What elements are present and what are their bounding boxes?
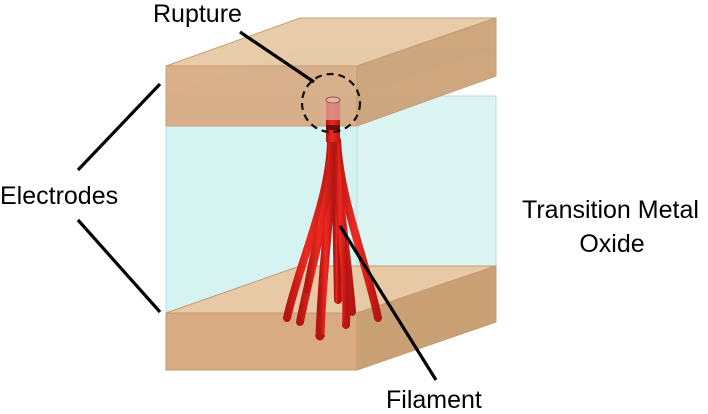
top-electrode-side: [356, 17, 497, 127]
oxide-label-line2: Oxide: [579, 230, 644, 258]
electrodes-leader-bottom: [76, 218, 162, 314]
oxide-label-line1: Transition Metal: [522, 196, 699, 224]
filament-leader: [338, 225, 438, 381]
filament-label: Filament: [386, 386, 482, 414]
rupture-label: Rupture: [153, 0, 242, 28]
bottom-electrode-side: [356, 265, 497, 371]
rupture-circle: [300, 72, 362, 134]
electrodes-label: Electrodes: [0, 182, 118, 210]
rupture-leader: [239, 30, 315, 84]
electrodes-leader-top: [76, 82, 162, 172]
bottom-electrode-front: [165, 312, 358, 371]
filament-stem: [325, 96, 341, 142]
bottom-electrode: [165, 265, 497, 371]
top-electrode: [165, 17, 497, 127]
